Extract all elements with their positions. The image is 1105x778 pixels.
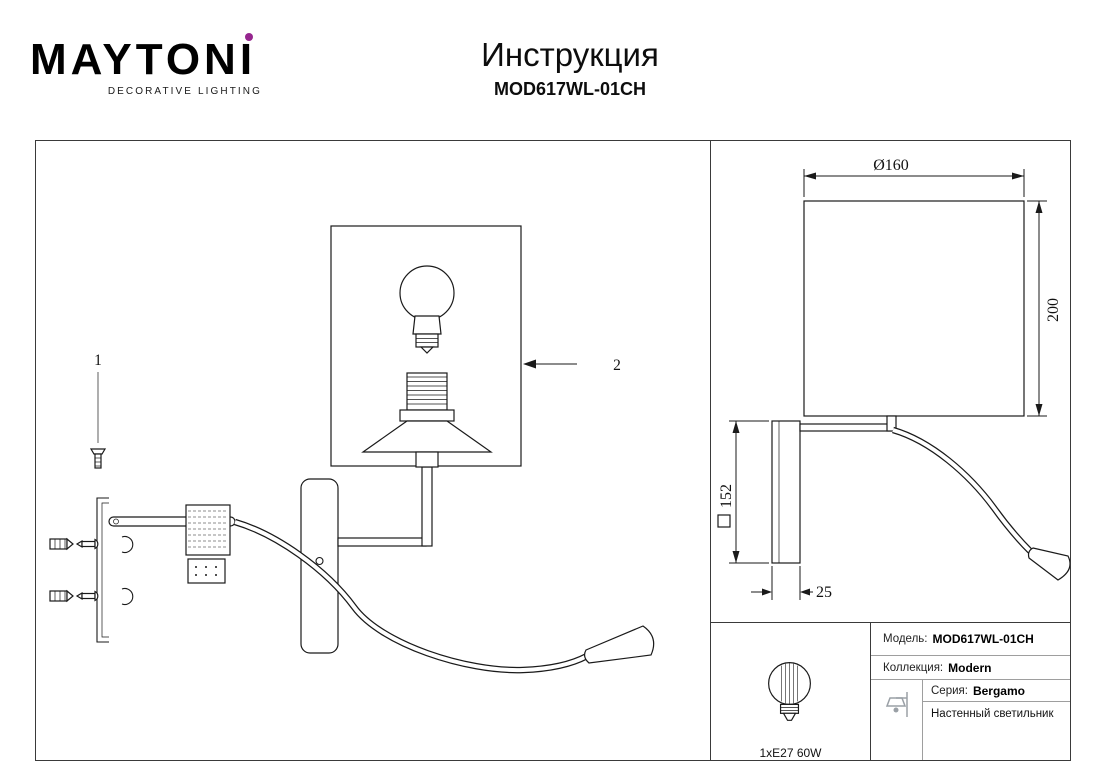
arm-with-switch (108, 504, 236, 584)
switch-symbol (717, 514, 731, 528)
info-lower: Серия: Bergamo Настенный светильник (871, 680, 1070, 760)
dim-backplate-depth-label: 25 (816, 584, 832, 601)
model-label: Модель: (883, 633, 928, 645)
sconce-icon (885, 692, 908, 717)
collection-row: Коллекция: Modern (871, 656, 1070, 680)
brand-subtitle: DECORATIVE LIGHTING (107, 86, 262, 97)
shade-arm (337, 466, 433, 547)
backplate-side (771, 420, 801, 564)
flex-arm-side (892, 426, 1070, 581)
series-value: Bergamo (972, 683, 1025, 698)
brand-name: MAYTONI (30, 33, 257, 84)
fixture-type: Настенный светильник (931, 708, 1054, 720)
bulb-spec-panel: 1xE27 60W (710, 622, 871, 761)
brand-dot-icon (245, 33, 254, 41)
series-type-cell: Серия: Bergamo Настенный светильник (923, 680, 1070, 760)
series-row: Серия: Bergamo (923, 680, 1070, 702)
anchor-screw-clip-row (49, 535, 134, 554)
dim-backplate-height: 152 (717, 420, 769, 564)
collection-label: Коллекция: (883, 661, 944, 674)
dim-shade-height: 200 (1027, 200, 1062, 417)
part-2-label: 2 (613, 357, 621, 374)
collection-value: Modern (948, 660, 992, 675)
part-1-label: 1 (94, 352, 102, 369)
shade-outline-side (803, 200, 1025, 417)
bulb-spec-label: 1xE27 60W (759, 746, 822, 760)
mounting-screw-top-icon (89, 448, 107, 469)
exploded-view-drawing: 1 (49, 225, 655, 674)
brand-text: MAYTONI (30, 35, 257, 84)
exploded-view-panel: 1 (35, 140, 711, 761)
model-number: MOD617WL-01CH (493, 79, 647, 99)
bulb-and-socket-drawing (361, 265, 493, 468)
part-2-callout: 2 (523, 357, 621, 374)
sconce-icon-cell (871, 680, 923, 760)
title-block: Инструкция MOD617WL-01CH (420, 36, 720, 100)
backplate-front (300, 478, 339, 654)
dim-diameter: Ø160 (803, 157, 1025, 197)
brand-logo: MAYTONI DECORATIVE LIGHTING (30, 33, 262, 97)
series-label: Серия: (931, 684, 968, 697)
reading-head (583, 625, 655, 664)
reading-head-side (1027, 547, 1070, 581)
part-1-callout: 1 (94, 352, 102, 443)
page-title: Инструкция (481, 36, 659, 73)
dim-shade-height-label: 200 (1045, 298, 1062, 322)
model-value: MOD617WL-01CH (932, 632, 1034, 646)
flex-arm (234, 518, 655, 674)
dim-backplate-height-label: 152 (718, 484, 735, 508)
wall-channel (96, 497, 109, 643)
dim-backplate-depth: 25 (751, 566, 832, 601)
dimension-panel: Ø160 200 (710, 140, 1071, 623)
model-row: Модель: MOD617WL-01CH (871, 623, 1070, 656)
shade-arm-side (799, 415, 897, 432)
dim-diameter-label: Ø160 (873, 157, 909, 174)
bulb-icon (768, 662, 811, 721)
dimension-drawing: Ø160 200 (717, 157, 1070, 601)
info-panel: Модель: MOD617WL-01CH Коллекция: Modern (870, 622, 1071, 761)
